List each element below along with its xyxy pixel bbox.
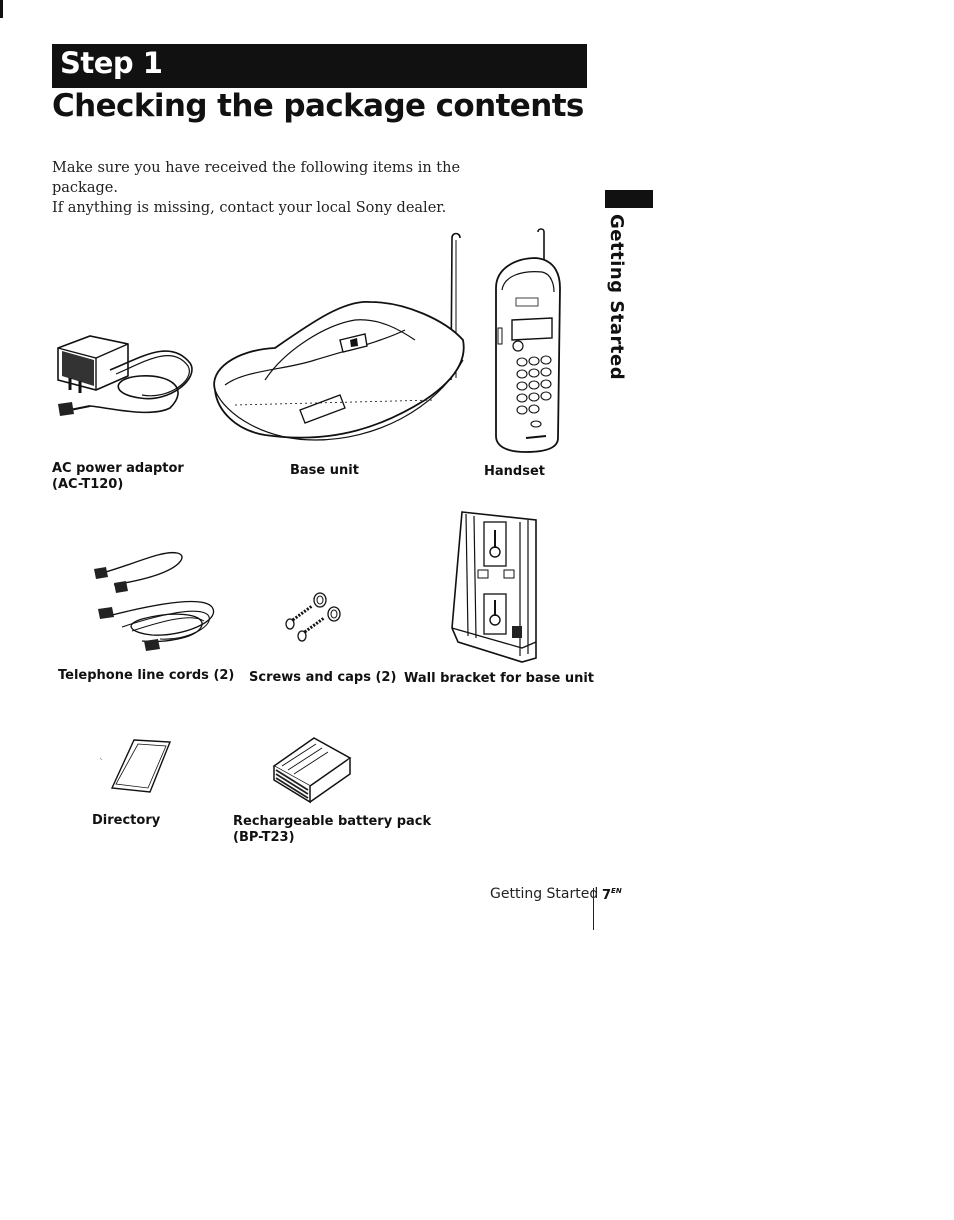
page-number-suffix: EN [611,887,622,895]
caption-ac-adaptor: AC power adaptor (AC-T120) [52,461,184,493]
battery-pack-illustration [272,737,352,804]
caption-directory: Directory [92,813,161,828]
caption-screws-caps: Screws and caps (2) [249,670,397,685]
step-label: Step 1 [60,46,163,80]
caption-battery-pack: Rechargeable battery pack (BP-T23) [233,814,431,846]
step-banner [52,44,587,88]
ac-adaptor-illustration [57,335,193,416]
caption-telephone-cords: Telephone line cords (2) [58,668,235,683]
caption-handset: Handset [484,464,545,479]
footer-divider [593,888,594,930]
footer-section: Getting Started [490,886,599,902]
handset-illustration [495,228,561,453]
intro-line-1: Make sure you have received the followin… [52,160,461,196]
caption-ac-adaptor-name: AC power adaptor [52,461,184,476]
caption-battery-pack-model: (BP-T23) [233,830,295,845]
caption-base-unit: Base unit [290,463,359,478]
screws-caps-illustration [285,592,341,642]
caption-ac-adaptor-model: (AC-T120) [52,477,124,492]
base-unit-illustration [213,232,465,441]
caption-wall-bracket: Wall bracket for base unit [404,671,594,686]
page-number: 7EN [602,887,622,903]
side-tab-label: Getting Started [606,214,627,381]
intro-text: Make sure you have received the followin… [52,158,472,218]
page-number-value: 7 [602,888,612,903]
intro-line-2: If anything is missing, contact your loc… [52,200,447,216]
side-tab-marker [605,190,653,208]
scan-edge-mark [0,0,3,18]
telephone-cords-illustration [94,551,215,651]
directory-illustration [99,739,172,793]
page-title: Checking the package contents [52,88,584,124]
side-tab: Getting Started [606,214,634,380]
caption-battery-pack-name: Rechargeable battery pack [233,814,432,829]
wall-bracket-illustration [451,511,537,663]
